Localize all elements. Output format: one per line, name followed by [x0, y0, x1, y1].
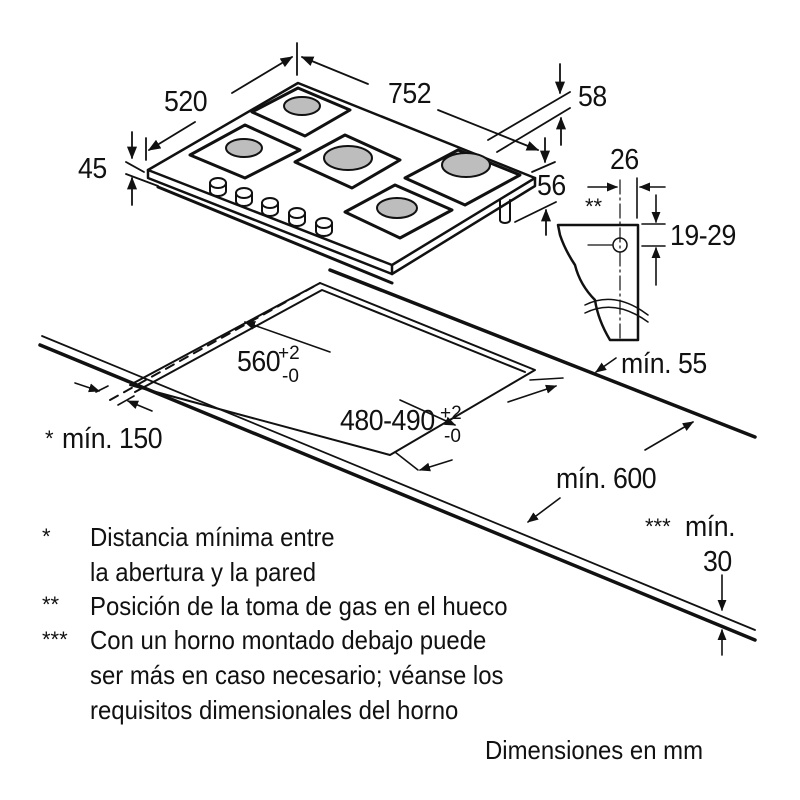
dim-gas-inlet-depth: 19-29	[670, 220, 736, 252]
dim-connector-height: 56	[537, 170, 566, 202]
gas-inlet-dimension-lines	[587, 177, 666, 286]
note-1-marker: *	[42, 524, 51, 549]
note-1-line-2: la abertura y la pared	[90, 557, 317, 587]
dim-cutout-width: 560	[237, 346, 281, 378]
hob-dimension-lines	[125, 42, 571, 236]
dim-cutout-width-tol-plus: +2	[278, 343, 300, 364]
note-2-marker: **	[42, 592, 60, 617]
note-3-marker: ***	[42, 627, 68, 652]
hob-appliance	[146, 81, 537, 285]
dim-min-worktop-depth: mín. 600	[556, 463, 657, 495]
note-3-line-2: ser más en caso necesario; véanse los	[90, 660, 504, 690]
dim-min-side: mín. 150	[62, 423, 163, 455]
control-knobs	[209, 177, 333, 237]
dim-hob-height: 45	[78, 153, 107, 185]
units-caption: Dimensiones en mm	[485, 735, 704, 765]
dim-cutout-depth: 480-490	[340, 405, 435, 437]
worktop-cutout	[109, 282, 536, 456]
dim-connector-offset: 58	[578, 81, 607, 113]
min-side-marker: *	[45, 426, 54, 451]
dim-hob-depth: 520	[164, 86, 208, 118]
pan-supports	[188, 86, 522, 240]
cutout-dimension-lines	[74, 321, 727, 656]
burners	[225, 96, 491, 219]
gas-inlet-detail	[556, 179, 649, 342]
note-1-line-1: Distancia mínima entre	[90, 522, 335, 552]
gas-inlet-marker: **	[585, 194, 603, 219]
dim-cutout-depth-tol-plus: +2	[440, 403, 462, 424]
dim-min-thickness-label: mín.	[685, 511, 736, 543]
worktop	[38, 268, 757, 642]
dim-gas-inlet-width: 26	[610, 144, 639, 176]
dim-cutout-depth-tol-minus: -0	[444, 426, 461, 447]
note-3-line-3: requisitos dimensionales del horno	[90, 695, 459, 725]
note-2-line-1: Posición de la toma de gas en el hueco	[90, 591, 508, 621]
min-thickness-marker: ***	[645, 514, 671, 539]
dim-min-back: mín. 55	[621, 348, 707, 380]
dim-min-thickness-value: 30	[703, 546, 732, 578]
dim-cutout-width-tol-minus: -0	[282, 366, 299, 387]
note-3-line-1: Con un horno montado debajo puede	[90, 625, 487, 655]
dim-hob-width: 752	[388, 78, 432, 110]
